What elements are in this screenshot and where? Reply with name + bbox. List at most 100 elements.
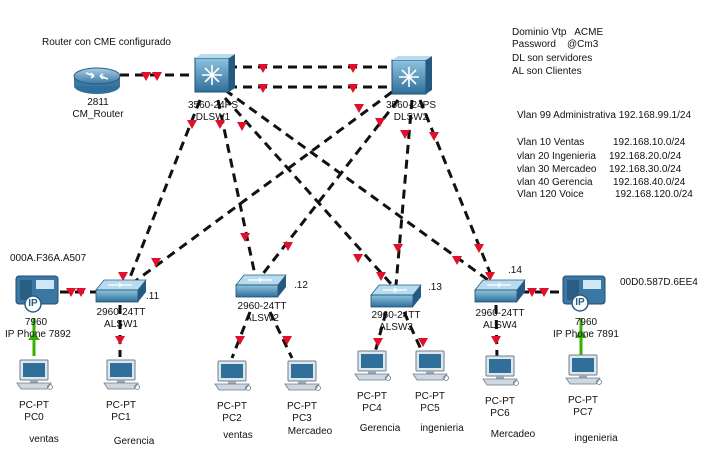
pc7-name-label: PC7 xyxy=(573,407,593,418)
link-status-down xyxy=(348,84,358,93)
vlan-net: 192.168.30.0/24 xyxy=(609,164,682,175)
vlan-name: Vlan 120 Voice xyxy=(517,189,584,200)
link-status-down xyxy=(452,256,462,265)
pc3-area-label: Mercadeo xyxy=(287,426,333,437)
link-alsw4-pc6 xyxy=(494,304,499,359)
alsw3-icon[interactable] xyxy=(370,284,422,308)
pc-icon[interactable] xyxy=(214,360,251,391)
alsw2-icon[interactable] xyxy=(235,274,287,298)
pc1-model-label: PC-PT xyxy=(106,400,136,411)
router-model-label: 2811 xyxy=(87,97,109,108)
ip-phone-icon[interactable] xyxy=(15,275,59,313)
link-status-down xyxy=(418,338,428,347)
pc2-area-label: ventas xyxy=(223,430,253,441)
link-dlsw2-alsw2 xyxy=(260,99,400,276)
link-status-down xyxy=(152,72,162,81)
pc-icon[interactable] xyxy=(16,359,53,390)
link-status-down xyxy=(491,336,501,345)
pc-icon[interactable] xyxy=(412,350,449,381)
pc-icon[interactable] xyxy=(354,350,391,381)
vlan-net: 192.168.10.0/24 xyxy=(613,137,686,148)
link-status-down xyxy=(258,64,268,73)
pc2-name-label: PC2 xyxy=(222,413,242,424)
phone1-ip-badge: IP xyxy=(28,298,38,309)
pc-icon[interactable] xyxy=(284,360,321,391)
alsw3-model-label: 2960-24TT xyxy=(371,310,421,321)
vtp-note-line: AL son Clientes xyxy=(512,66,582,77)
pc6-name-label: PC6 xyxy=(490,408,510,419)
pc-icon[interactable] xyxy=(565,354,602,385)
alsw2-model-label: 2960-24TT xyxy=(237,301,287,312)
link-alsw3-pc5 xyxy=(402,311,426,357)
link-alsw2-pc2 xyxy=(230,311,252,359)
link-status-down xyxy=(237,122,247,131)
link-status-down xyxy=(240,233,250,242)
vtp-note-line: DL son servidores xyxy=(512,53,593,64)
link-status-markers xyxy=(66,64,549,347)
pc-icons xyxy=(16,350,602,391)
pc5-area-label: ingenieria xyxy=(420,423,464,434)
alsw4-name-label: ALSW4 xyxy=(483,320,517,331)
pc5-model-label: PC-PT xyxy=(415,391,445,402)
phone2-model-label: 7960 xyxy=(574,317,598,328)
vtp-note-line: Dominio Vtp ACME xyxy=(512,27,604,38)
alsw2-ip-label: .12 xyxy=(294,280,308,291)
phone1-model-label: 7960 xyxy=(24,317,48,328)
vlan-name: vlan 20 Ingenieria xyxy=(517,151,596,162)
pc0-name-label: PC0 xyxy=(24,412,44,423)
vlan-name: Vlan 10 Ventas xyxy=(517,137,585,148)
vlan-net: 192.168.120.0/24 xyxy=(615,189,693,200)
link-alsw2-pc3 xyxy=(268,311,294,359)
link-status-down xyxy=(373,338,383,347)
link-status-down xyxy=(400,130,410,139)
alsw2-name-label: ALSW2 xyxy=(245,313,279,324)
pc-icon[interactable] xyxy=(482,355,519,386)
alsw4-icon[interactable] xyxy=(474,279,526,303)
pc4-model-label: PC-PT xyxy=(357,391,387,402)
phone2-name-label: IP Phone 7891 xyxy=(553,329,619,340)
link-status-down xyxy=(283,242,293,251)
pc-icon[interactable] xyxy=(103,359,140,390)
pc7-area-label: ingenieria xyxy=(574,433,618,444)
link-status-green xyxy=(28,332,40,340)
link-status-down xyxy=(348,64,358,73)
dlsw1-icon[interactable] xyxy=(194,54,235,93)
link-dlsw2-alsw3 xyxy=(394,99,414,286)
alsw1-name-label: ALSW1 xyxy=(104,319,138,330)
link-status-down xyxy=(118,272,128,281)
link-status-down xyxy=(485,272,495,281)
pc4-area-label: Gerencia xyxy=(359,423,401,434)
router-icon[interactable] xyxy=(73,67,121,94)
link-status-down xyxy=(258,84,268,93)
vlan-name: vlan 40 Gerencia xyxy=(517,177,593,188)
router-title-label: Router con CME configurado xyxy=(42,37,171,48)
alsw1-ip-label: .11 xyxy=(146,291,160,302)
alsw1-icon[interactable] xyxy=(95,279,147,303)
phone1-mac-label: 000A.F36A.A507 xyxy=(10,253,87,264)
link-status-down xyxy=(429,132,439,141)
dlsw2-icon[interactable] xyxy=(391,56,432,95)
link-dlsw1-alsw1 xyxy=(125,99,202,286)
vtp-note-line: Password @Cm3 xyxy=(512,39,599,50)
link-status-down xyxy=(66,288,76,297)
phone2-ip-badge: IP xyxy=(575,297,585,308)
pc6-model-label: PC-PT xyxy=(485,396,515,407)
link-status-down xyxy=(353,254,363,263)
vlan-name: vlan 30 Mercadeo xyxy=(517,164,597,175)
phone1-name-label: IP Phone 7892 xyxy=(5,329,71,340)
dlsw2-name-label: DLSW2 xyxy=(393,112,429,123)
dlsw1-name-label: DLSW1 xyxy=(195,112,231,123)
pc2-model-label: PC-PT xyxy=(217,401,247,412)
vlan-net: 192.168.20.0/24 xyxy=(609,151,682,162)
pc1-name-label: PC1 xyxy=(111,412,131,423)
link-dlsw1-alsw4 xyxy=(224,88,496,287)
alsw3-name-label: ALSW3 xyxy=(379,322,413,333)
pc0-model-label: PC-PT xyxy=(19,400,49,411)
link-status-down xyxy=(151,258,161,267)
vlan-net: 192.168.40.0/24 xyxy=(613,177,686,188)
pc1-area-label: Gerencia xyxy=(113,436,155,447)
pc3-model-label: PC-PT xyxy=(287,401,317,412)
ip-phone-icon[interactable] xyxy=(562,275,606,312)
link-status-green xyxy=(575,330,587,338)
